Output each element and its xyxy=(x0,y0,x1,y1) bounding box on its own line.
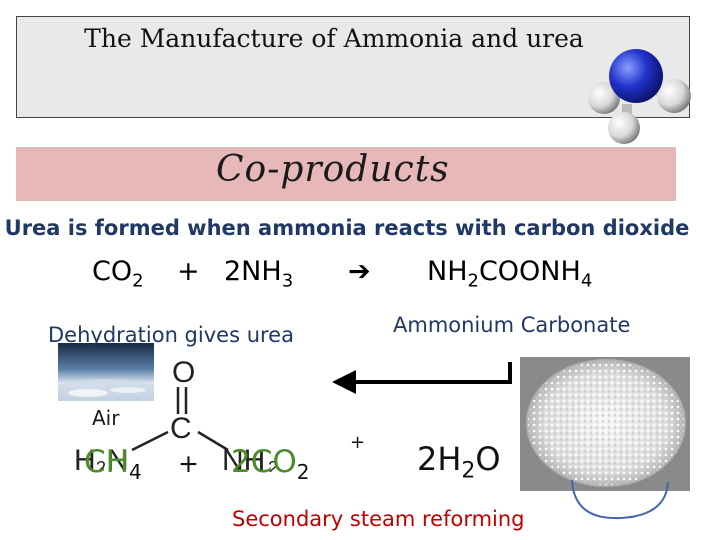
urea-carbon: C xyxy=(170,412,192,445)
reforming-ch4: CH4 xyxy=(84,444,142,485)
slide-subtitle: Urea is formed when ammonia reacts with … xyxy=(4,216,690,240)
earth-atmosphere-image xyxy=(58,343,154,401)
ammonium-carbonate-label: Ammonium Carbonate xyxy=(393,313,631,337)
urea-left-n: N xyxy=(107,444,129,472)
ammonia-molecule-icon xyxy=(588,49,691,144)
water-plus: + xyxy=(350,432,366,453)
urea-left-sub: 2 xyxy=(96,458,106,472)
return-arrow-icon xyxy=(332,362,512,394)
water-product: 2H2O xyxy=(417,440,501,484)
reforming-co2: 2CO2 xyxy=(231,444,310,485)
equation-plus: + xyxy=(177,256,200,287)
reforming-plus: + xyxy=(178,449,199,478)
secondary-reforming-label: Secondary steam reforming xyxy=(232,507,525,531)
urea-right-nh: NH xyxy=(222,444,265,472)
title-box xyxy=(16,16,690,118)
equation-arrow: ➔ xyxy=(348,256,371,287)
urea-pellets-image xyxy=(520,357,690,491)
urea-oxygen: O xyxy=(172,356,195,389)
equation-co2: CO2 xyxy=(92,256,144,292)
urea-structure-diagram: O C H 2 N NH 2 xyxy=(74,356,278,472)
air-label: Air xyxy=(92,406,120,430)
equation-nh3: 2NH3 xyxy=(224,256,294,292)
dehydration-label: Dehydration gives urea xyxy=(48,323,294,347)
equation-product: NH2COONH4 xyxy=(427,256,593,292)
reforming-loop-icon xyxy=(571,479,669,520)
urea-left-h: H xyxy=(74,444,96,472)
co-products-banner xyxy=(16,147,676,201)
banner-heading: Co-products xyxy=(216,149,450,190)
urea-right-sub: 2 xyxy=(268,458,278,472)
slide-title: The Manufacture of Ammonia and urea xyxy=(84,24,584,53)
